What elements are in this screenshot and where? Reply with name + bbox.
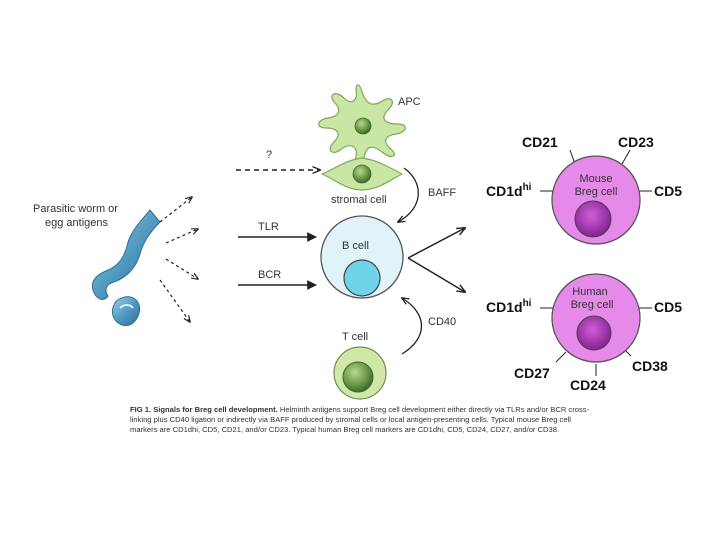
parasite-label-line1: Parasitic worm or <box>33 203 118 215</box>
parasite-egg-shine <box>119 304 134 309</box>
baff-arrow <box>398 167 419 222</box>
human-breg-nucleus <box>576 315 612 351</box>
mouse-marker-cd23: CD23 <box>618 134 654 150</box>
bcr-label: BCR <box>258 269 281 281</box>
mouse-breg-name-line1: Mouse <box>579 173 612 185</box>
stromal-nucleus <box>352 164 372 184</box>
b-cell <box>320 215 404 299</box>
human-marker-cd5: CD5 <box>654 299 682 315</box>
human-marker-cd27: CD27 <box>514 365 550 381</box>
baff-label: BAFF <box>428 187 456 199</box>
mouse-marker-cd5: CD5 <box>654 183 682 199</box>
cd40-arrow <box>402 298 423 355</box>
caption-title: Signals for Breg cell development. <box>153 405 278 414</box>
parasite-egg <box>111 296 141 326</box>
mouse-breg-name-line2: Breg cell <box>575 186 618 198</box>
cd40-label: CD40 <box>428 316 456 328</box>
t-cell-nucleus <box>342 361 374 393</box>
mouse-breg-cell <box>551 155 641 245</box>
parasite-label-line2: egg antigens <box>45 217 108 229</box>
human-marker-cd1d: CD1dhi <box>486 298 532 315</box>
figure-caption: FIG 1. Signals for Breg cell development… <box>130 405 595 436</box>
human-breg-name-line1: Human <box>572 286 607 298</box>
mouse-breg-nucleus <box>574 200 612 238</box>
tlr-label: TLR <box>258 221 279 233</box>
parasite-signal-arrows <box>159 197 198 322</box>
b-cell-nucleus <box>343 259 381 297</box>
human-marker-cd38: CD38 <box>632 358 668 374</box>
caption-fig-number: FIG 1. <box>130 405 152 414</box>
human-breg-name-line2: Breg cell <box>571 299 614 311</box>
unknown-signal-label: ? <box>266 149 272 161</box>
mouse-marker-cd21: CD21 <box>522 134 558 150</box>
parasitic-worm <box>91 209 161 300</box>
mouse-marker-cd1d: CD1dhi <box>486 182 532 199</box>
human-marker-cd24: CD24 <box>570 377 606 393</box>
b-cell-label: B cell <box>342 240 369 252</box>
stromal-label: stromal cell <box>331 194 387 206</box>
caption-text: Helminth antigens support Breg cell deve… <box>130 405 590 435</box>
differentiation-arrows <box>407 228 465 292</box>
t-cell-label: T cell <box>342 331 368 343</box>
apc-nucleus <box>354 117 372 135</box>
apc-label: APC <box>398 96 421 108</box>
